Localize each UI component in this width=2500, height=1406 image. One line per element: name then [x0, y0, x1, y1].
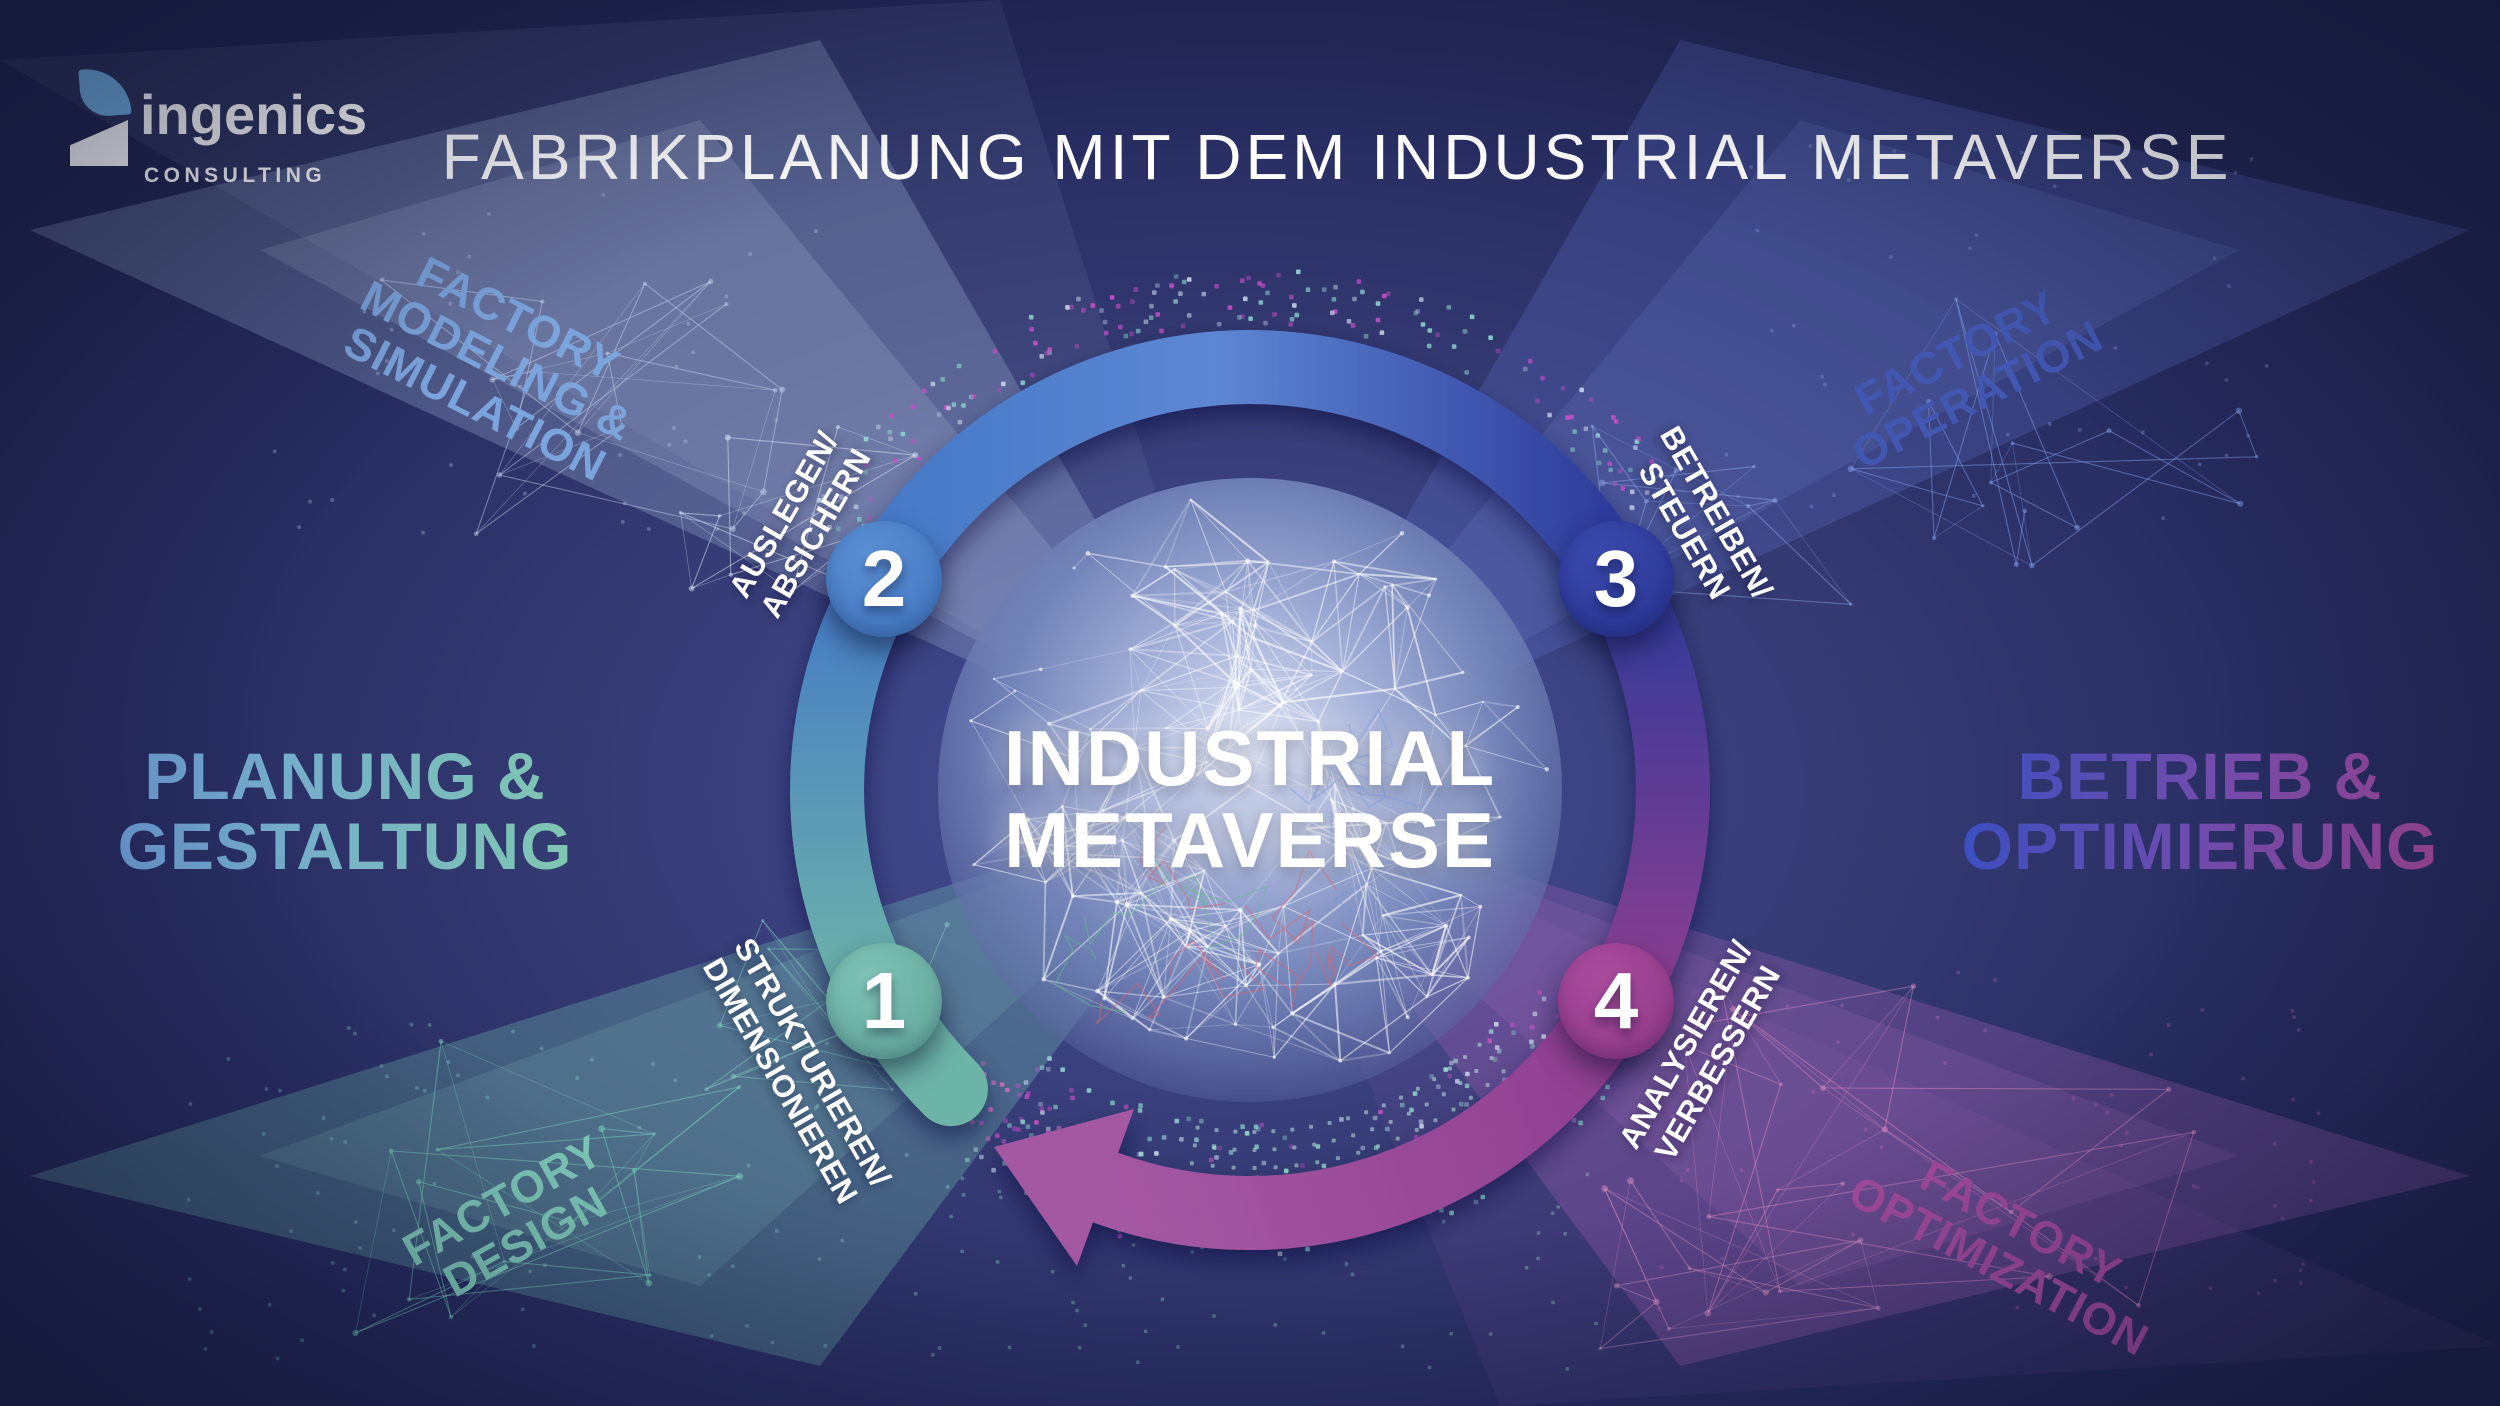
operation-optimization-heading: BETRIEB & OPTIMIERUNG — [1961, 739, 2439, 883]
brand-subtitle: CONSULTING — [144, 164, 327, 187]
step-number-3: 3 — [1593, 534, 1639, 623]
center-title-line2: METAVERSE — [1004, 796, 1496, 884]
network-sphere-graphic — [969, 498, 1549, 1063]
step-node-4: 4 — [1558, 943, 1674, 1059]
step-node-3: 3 — [1558, 521, 1674, 637]
logo-base-icon — [70, 120, 128, 166]
ring-segment-4-arrow — [1092, 982, 1649, 1250]
planning-design-heading: PLANUNG & GESTALTUNG — [117, 739, 573, 883]
ingenics-logo: ingenics CONSULTING — [60, 56, 390, 206]
center-title-line1: INDUSTRIAL — [1003, 714, 1497, 803]
ring-segment-3-4 — [1584, 560, 1710, 1020]
center-title: INDUSTRIAL METAVERSE — [1003, 714, 1497, 884]
step-node-1: 1 — [826, 943, 942, 1059]
step-number-2: 2 — [861, 534, 907, 623]
page-title: FABRIKPLANUNG MIT DEM INDUSTRIAL METAVER… — [441, 121, 2233, 193]
brand-name: ingenics — [140, 83, 368, 146]
ring-segment-1-2 — [790, 560, 916, 1020]
step-number-4: 4 — [1593, 956, 1639, 1045]
ring-segment-2-3 — [851, 330, 1649, 598]
step-number-1: 1 — [861, 956, 907, 1045]
step-node-2: 2 — [826, 521, 942, 637]
metaverse-globe — [938, 478, 1562, 1102]
cycle-arrowhead-icon — [994, 1109, 1134, 1266]
logo-leaf-icon — [78, 66, 132, 118]
